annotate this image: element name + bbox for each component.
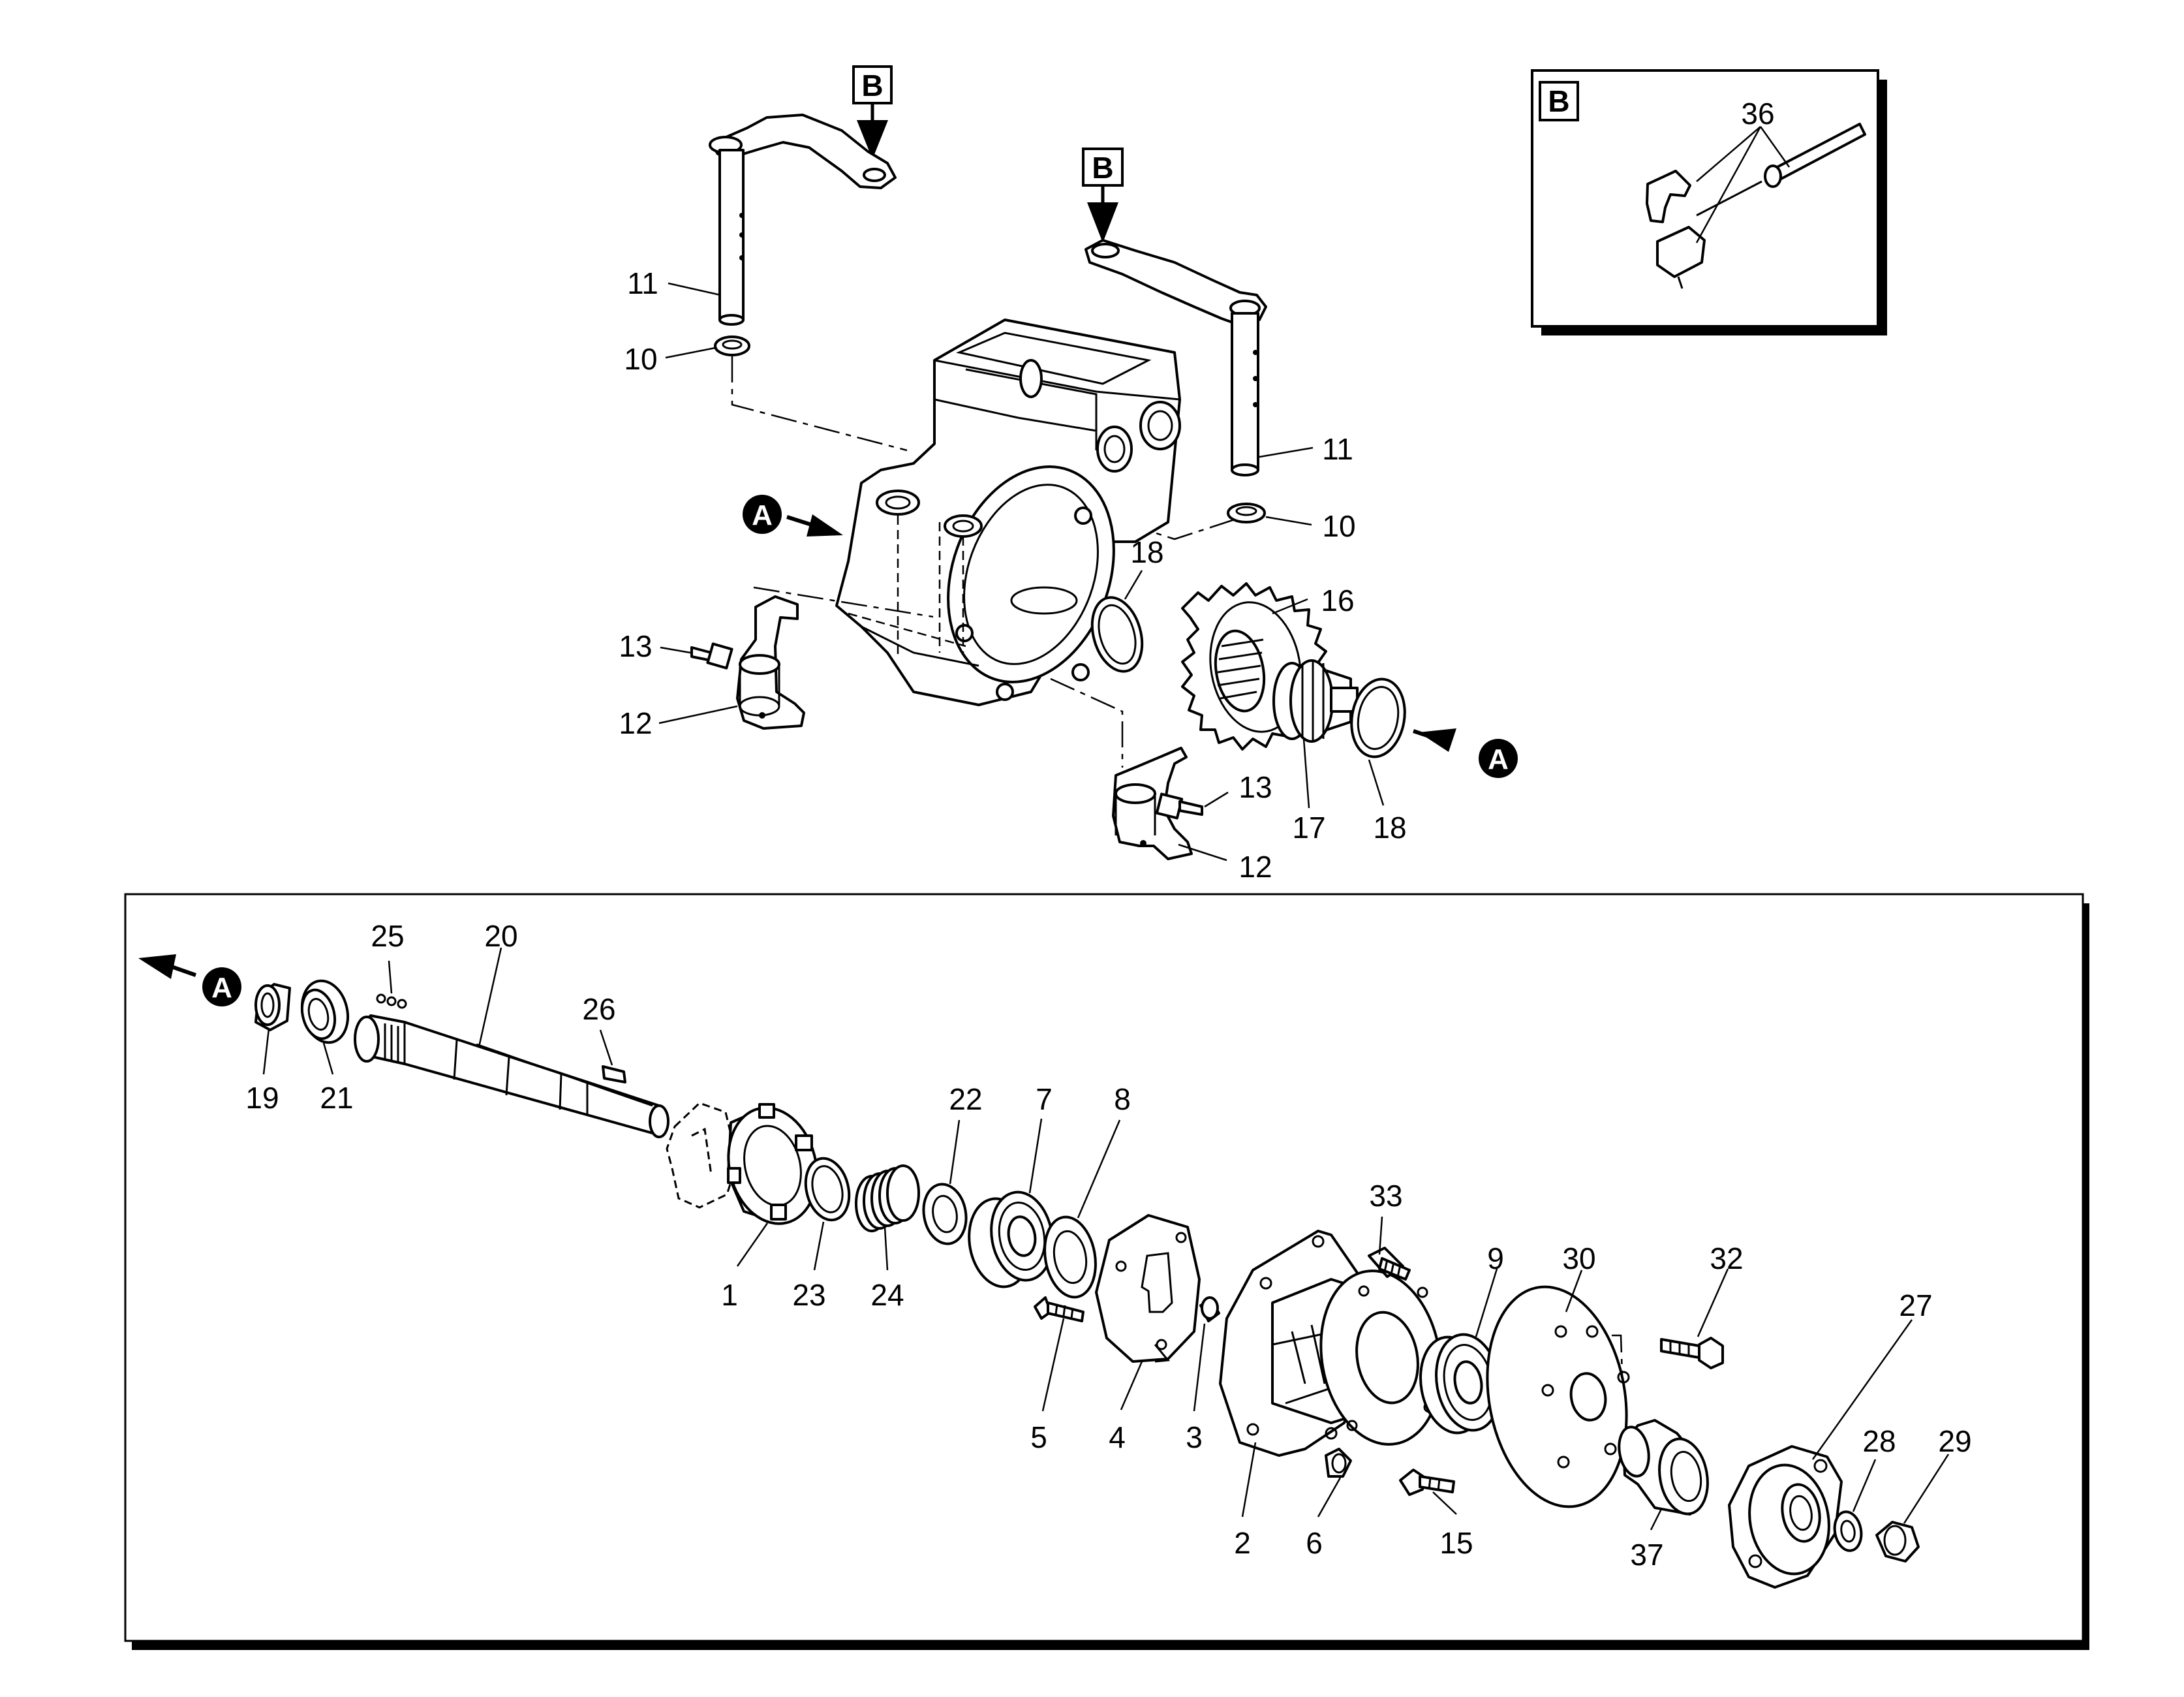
callout-2: 2 [1234, 1526, 1251, 1560]
callout-12-right: 12 [1238, 850, 1272, 884]
bearing-7 [968, 1191, 1054, 1288]
callout-10-right: 10 [1322, 509, 1355, 543]
callout-5: 5 [1030, 1420, 1047, 1454]
gear-17 [1272, 659, 1359, 743]
callout-20: 20 [484, 919, 517, 953]
callout-32: 32 [1710, 1241, 1743, 1275]
marker-a-lower: A [211, 972, 232, 1004]
callout-15: 15 [1439, 1526, 1473, 1560]
callout-1: 1 [721, 1278, 738, 1312]
transmission-housing [835, 319, 1181, 706]
callout-9: 9 [1487, 1241, 1504, 1275]
callout-16: 16 [1321, 584, 1354, 617]
callout-17: 17 [1292, 811, 1325, 845]
callout-25: 25 [371, 919, 404, 953]
upper-assembly: B 11 10 B 11 [619, 65, 1518, 884]
marker-a-right: A [1488, 743, 1509, 775]
callout-3: 3 [1186, 1420, 1203, 1454]
callout-10-left: 10 [624, 342, 657, 376]
marker-b-left: B [861, 69, 883, 102]
callout-28: 28 [1862, 1424, 1896, 1458]
callout-22: 22 [949, 1082, 982, 1116]
callout-36: 36 [1741, 97, 1774, 131]
shaft-20 [354, 1014, 669, 1138]
callout-29: 29 [1938, 1424, 1971, 1458]
sleeve-1 [727, 1103, 818, 1225]
callout-13-left: 13 [619, 629, 652, 663]
callout-23: 23 [792, 1278, 825, 1312]
housing-2 [1219, 1230, 1442, 1457]
callout-8: 8 [1114, 1082, 1131, 1116]
spring-24 [855, 1164, 920, 1232]
lower-assembly: A 19 21 25 20 [138, 919, 1972, 1589]
detail-box-b: B 36 [1531, 69, 1887, 335]
callout-21: 21 [320, 1081, 353, 1115]
callout-13-right: 13 [1238, 770, 1272, 804]
disc-30 [1486, 1285, 1630, 1508]
callout-18-top: 18 [1130, 535, 1163, 569]
callout-24: 24 [870, 1278, 904, 1312]
callout-6: 6 [1306, 1526, 1323, 1560]
callout-33: 33 [1369, 1179, 1402, 1213]
flange-27 [1728, 1445, 1843, 1589]
callout-11-right: 11 [1322, 432, 1353, 466]
bearing-9 [1419, 1333, 1501, 1435]
callout-7: 7 [1036, 1082, 1053, 1116]
callout-30: 30 [1562, 1241, 1595, 1275]
marker-a-left: A [752, 499, 773, 531]
callout-37: 37 [1630, 1538, 1663, 1572]
sleeve-37 [1618, 1419, 1709, 1516]
marker-b-right: B [1092, 151, 1113, 185]
plate-4 [1095, 1214, 1201, 1363]
callout-19: 19 [245, 1081, 279, 1115]
callout-12-left: 12 [619, 706, 652, 740]
callout-26: 26 [582, 992, 615, 1026]
callout-27: 27 [1899, 1288, 1932, 1322]
detail-b-label: B [1548, 84, 1569, 118]
callout-18-bottom: 18 [1373, 811, 1406, 845]
callout-11-left: 11 [627, 266, 658, 300]
callout-4: 4 [1109, 1420, 1126, 1454]
